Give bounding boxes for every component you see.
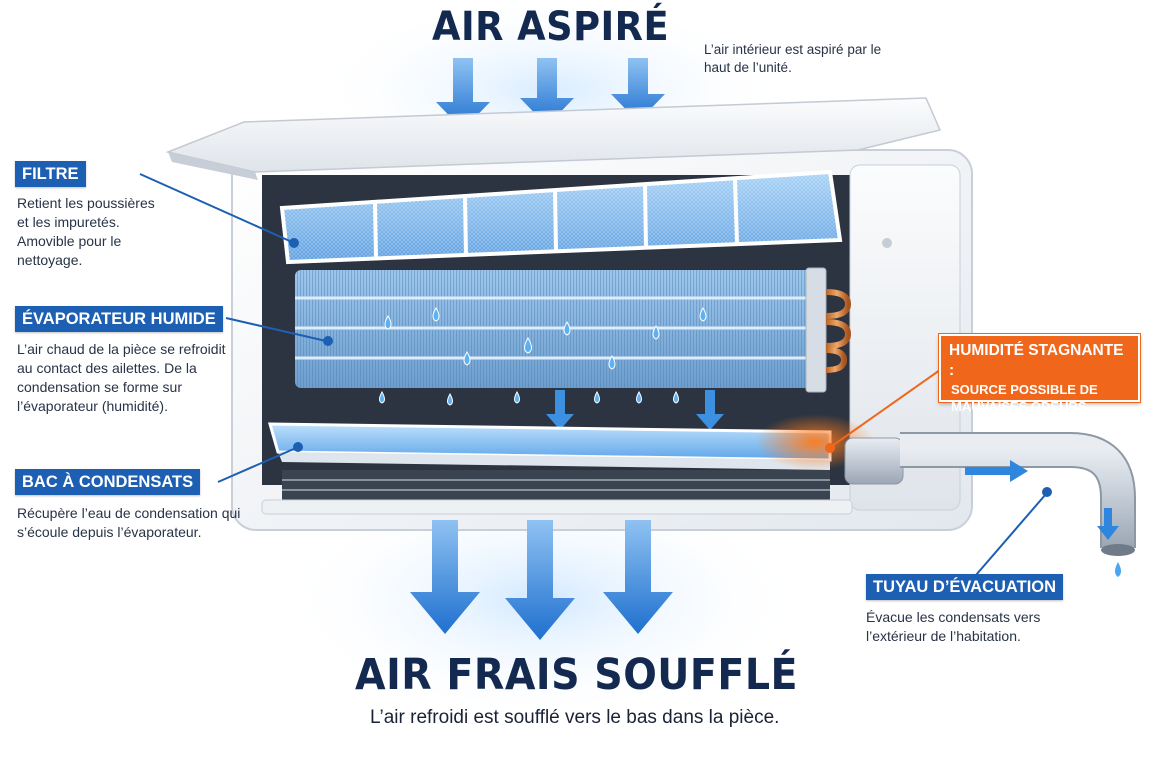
droplet <box>514 390 520 404</box>
pipe-connector <box>844 437 904 485</box>
warning-title: HUMIDITÉ STAGNANTE : <box>949 342 1124 379</box>
intake-note: L’air intérieur est aspiré par le haut d… <box>704 42 882 75</box>
coil-end-plate <box>805 267 827 393</box>
leader-dot-bac <box>293 442 303 452</box>
drain-flow-arrow <box>1097 508 1119 540</box>
leader-filtre <box>139 173 293 243</box>
copper-pipe <box>825 347 848 373</box>
callout-leader-orange <box>825 369 941 453</box>
leader-dot-evaporateur <box>323 336 333 346</box>
filter-rib <box>373 202 378 259</box>
outflow-arrow-3 <box>603 520 673 634</box>
copper-pipe <box>825 289 852 319</box>
filter-panel <box>279 169 843 265</box>
drain-flow-arrow <box>965 460 1028 482</box>
desc-evaporateur: L’air chaud de la pièce se refroidit au … <box>17 341 226 414</box>
intake-arrow-2 <box>520 58 574 126</box>
copper-pipe <box>825 319 852 349</box>
droplet <box>447 392 453 406</box>
filter-rib <box>643 184 648 249</box>
droplet <box>699 307 707 322</box>
outlet-droplet <box>1115 562 1121 577</box>
side-screw <box>882 238 892 248</box>
leader-tuyau <box>975 493 1047 576</box>
droplet <box>384 315 392 330</box>
droplet <box>432 307 440 322</box>
droplet <box>673 390 679 404</box>
intake-arrows <box>436 58 665 130</box>
filter-mesh <box>282 172 840 262</box>
desc-filtre: Retient les poussières et les impuretés.… <box>17 195 155 268</box>
droplet <box>636 390 642 404</box>
filter-rib <box>463 196 468 256</box>
condensate-tray <box>261 422 853 515</box>
drip-arrow <box>696 390 724 430</box>
outflow-arrow-2 <box>505 520 575 640</box>
title-outflow: AIR FRAIS SOUFFLÉ <box>355 650 799 700</box>
front-lid-edge <box>168 152 258 180</box>
warning-text: SOURCE POSSIBLE DE MAUVAISES ODEURS <box>951 382 1098 414</box>
desc-tuyau-evacuation: Évacue les condensats vers l’extérieur d… <box>866 609 1041 644</box>
label-filtre: FILTRE <box>15 161 86 187</box>
intake-arrow-1 <box>436 58 490 130</box>
leader-humidite <box>831 369 941 447</box>
warning-stagnant-humidity: HUMIDITÉ STAGNANTE : SOURCE POSSIBLE DE … <box>939 334 1140 414</box>
droplet <box>524 337 532 354</box>
drip-arrow <box>546 390 574 430</box>
outflow-subtitle: L’air refroidi est soufflé vers le bas d… <box>370 707 780 728</box>
desc-bac-condensats: Récupère l’eau de condensation qui s’éco… <box>17 505 241 540</box>
callout-leaders <box>139 173 1052 576</box>
pipe-outlet <box>1101 544 1135 556</box>
unit-bottom-flap <box>261 499 853 515</box>
title-intake: AIR ASPIRÉ <box>432 4 670 50</box>
filter-rib <box>553 190 558 252</box>
evaporator-coil <box>295 267 852 393</box>
pipe-body <box>900 434 1134 548</box>
droplet <box>463 351 471 366</box>
leader-evaporateur <box>225 317 327 342</box>
tray-lip <box>278 452 830 470</box>
droplet <box>652 325 660 340</box>
outflow-arrows <box>410 520 673 640</box>
leader-bac <box>217 447 297 483</box>
outflow-arrow-1 <box>410 520 480 634</box>
droplet <box>563 321 571 336</box>
leader-dot-humidite <box>825 443 835 453</box>
louver-vent <box>282 470 830 500</box>
label-evaporateur: ÉVAPORATEUR HUMIDE <box>15 306 223 332</box>
droplet <box>594 390 600 404</box>
condensation-droplets <box>379 307 707 406</box>
filter-rib <box>733 178 739 245</box>
label-bac-condensats: BAC À CONDENSATS <box>15 469 201 495</box>
drain-pipe <box>844 432 1136 577</box>
label-tuyau-evacuation: TUYAU D’ÉVACUATION <box>866 574 1064 600</box>
droplet <box>608 355 616 370</box>
leader-dot-tuyau <box>1042 487 1052 497</box>
intake-arrow-3 <box>611 58 665 122</box>
leader-dot-filtre <box>289 238 299 248</box>
droplet <box>379 390 385 404</box>
